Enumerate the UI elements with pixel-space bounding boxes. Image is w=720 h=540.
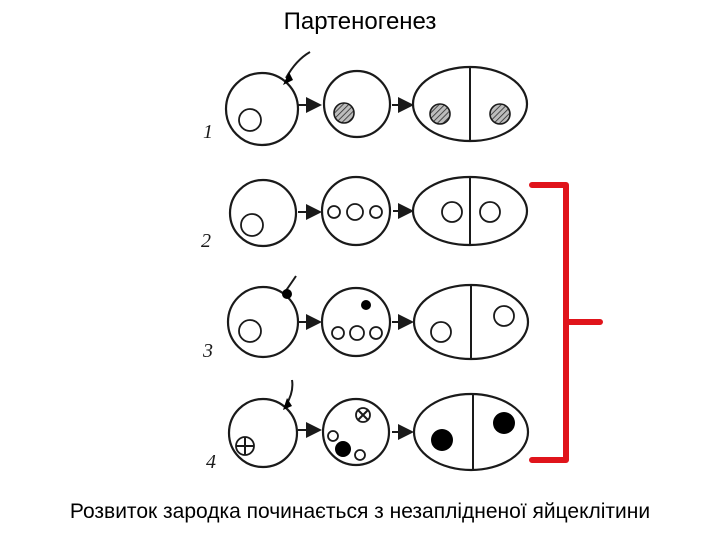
hatched-nucleus <box>429 103 451 125</box>
egg-cell <box>224 71 300 147</box>
row-4: 4 <box>206 379 530 473</box>
row-1: 1 <box>203 51 529 147</box>
polar-body <box>354 449 366 461</box>
polar-body <box>369 326 383 340</box>
egg-cell <box>228 178 298 248</box>
solid-nucleus <box>493 412 515 434</box>
two-cell-embryo <box>412 392 530 472</box>
nucleus <box>238 108 262 132</box>
polar-body <box>327 205 341 219</box>
row-3-number: 3 <box>202 340 213 362</box>
page-title: Партеногенез <box>283 8 437 35</box>
row-3: 3 <box>202 275 530 362</box>
sperm-head <box>283 398 292 410</box>
row-4-number: 4 <box>206 451 216 473</box>
row-2-number: 2 <box>201 230 211 252</box>
sperm-head <box>282 289 292 299</box>
sperm-nucleus <box>361 300 371 310</box>
hatched-nucleus <box>333 102 355 124</box>
nucleus-cross <box>357 409 369 421</box>
polar-body <box>327 430 339 442</box>
nucleus <box>238 319 262 343</box>
row-1-number: 1 <box>203 121 213 143</box>
row-2: 2 <box>201 175 529 252</box>
hatched-nucleus <box>489 103 511 125</box>
nucleus <box>479 201 501 223</box>
nucleus <box>346 203 364 221</box>
nucleus <box>441 201 463 223</box>
sperm-head <box>283 72 293 85</box>
red-bracket <box>529 182 603 463</box>
egg-cell <box>320 286 392 358</box>
nucleus <box>349 325 365 341</box>
nucleus <box>430 321 452 343</box>
nucleus <box>240 213 264 237</box>
egg-cell <box>227 397 299 469</box>
nucleus <box>493 305 515 327</box>
caption: Розвиток зародка починається з незаплідн… <box>69 500 651 523</box>
polar-body <box>369 205 383 219</box>
solid-nucleus <box>431 429 453 451</box>
egg-cell <box>322 69 392 139</box>
solid-nucleus <box>335 441 351 457</box>
polar-body <box>331 326 345 340</box>
